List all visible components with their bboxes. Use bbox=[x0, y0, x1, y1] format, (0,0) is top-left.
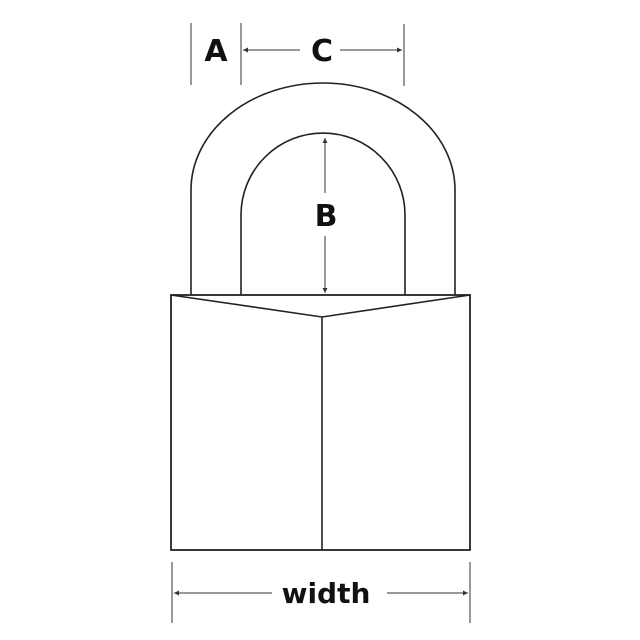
padlock-body bbox=[170, 294, 471, 551]
label-a: A bbox=[204, 34, 228, 69]
shackle-inner bbox=[240, 132, 406, 295]
shackle-outer bbox=[190, 82, 456, 295]
dimension-width: width bbox=[171, 562, 471, 623]
dimension-a: A bbox=[190, 23, 242, 85]
dimension-c: C bbox=[243, 24, 405, 86]
label-b: B bbox=[315, 199, 338, 234]
label-width: width bbox=[282, 577, 371, 610]
dimension-b: B bbox=[315, 138, 338, 293]
label-c: C bbox=[311, 34, 333, 69]
